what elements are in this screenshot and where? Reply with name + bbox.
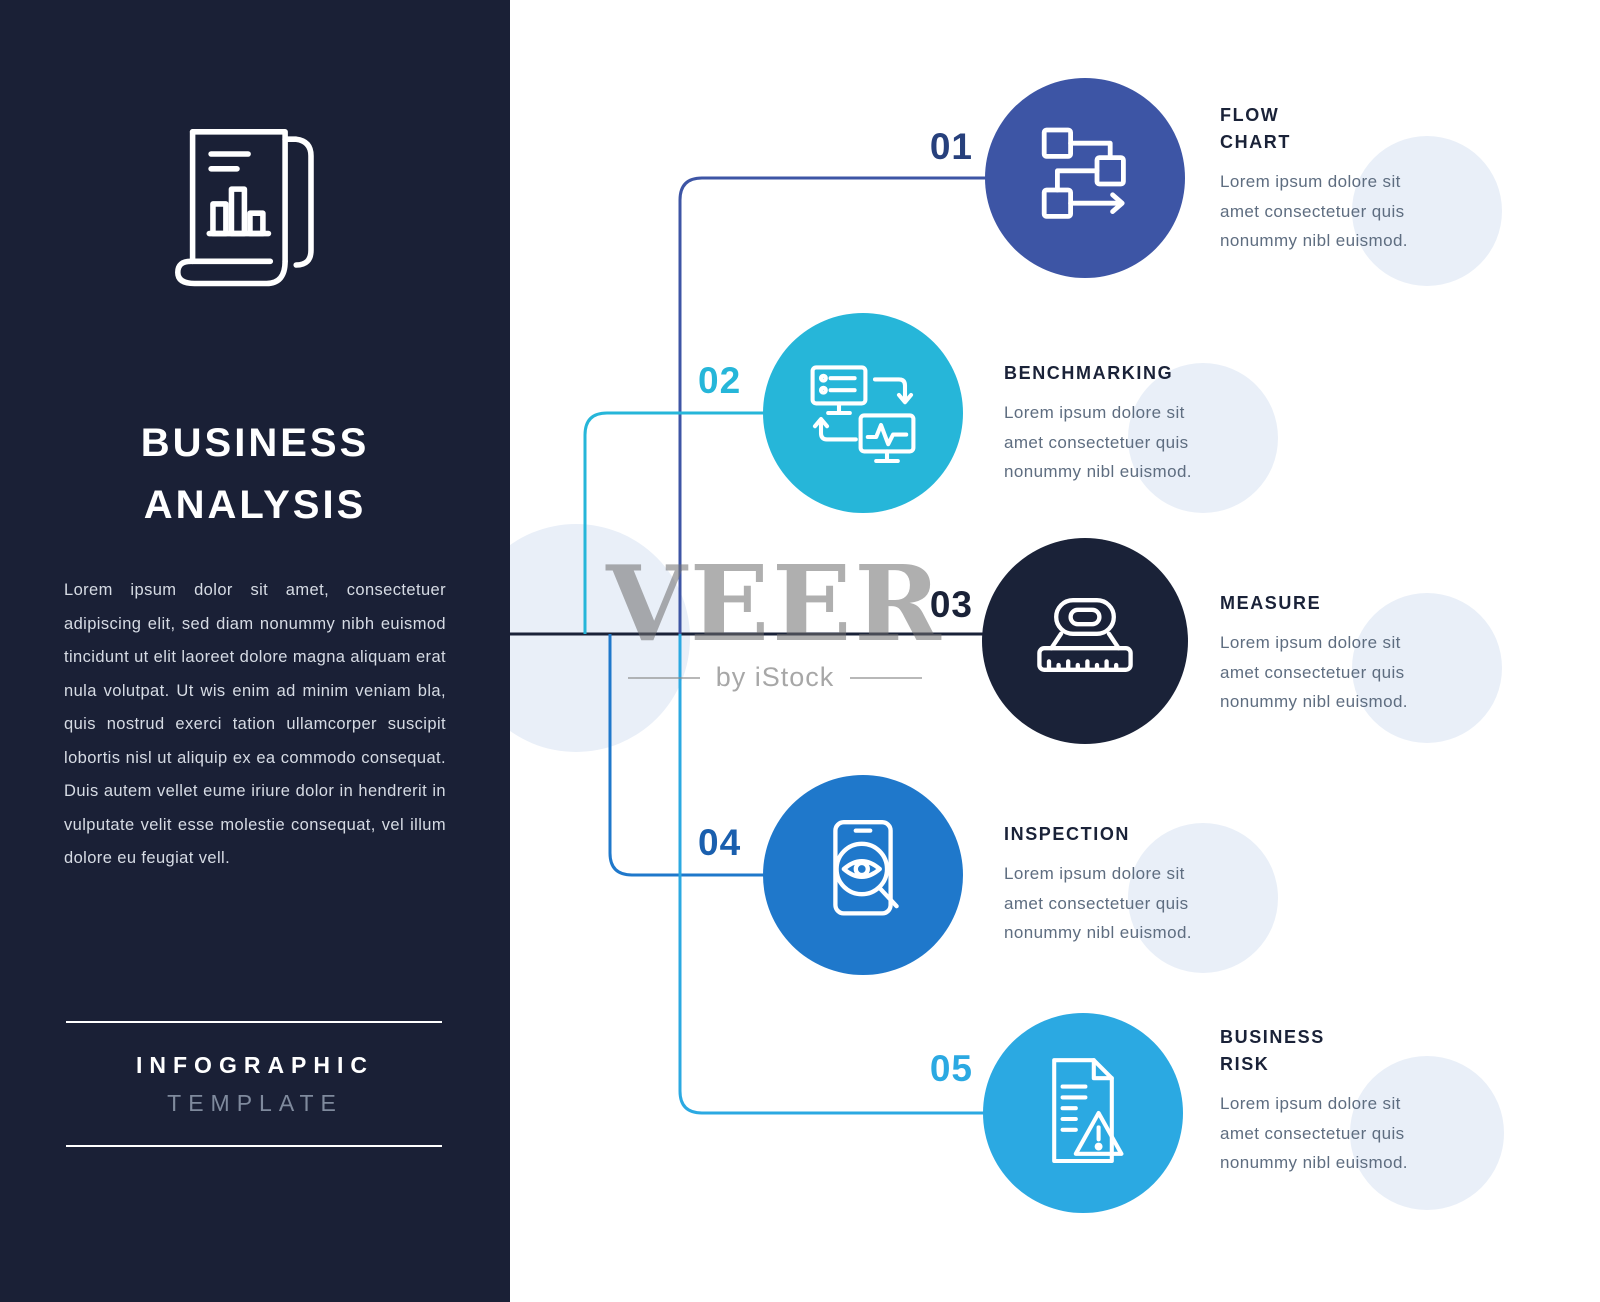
step-title: FLOW CHART	[1220, 102, 1408, 156]
step-title-line: INSPECTION	[1004, 824, 1131, 844]
inspection-magnifier-icon	[803, 815, 923, 935]
sidebar-paragraph: Lorem ipsum dolor sit amet, consectetuer…	[64, 581, 446, 867]
step-number: 04	[698, 822, 742, 863]
step-text-block: FLOW CHART Lorem ipsum dolore sit amet c…	[1220, 102, 1408, 256]
divider	[66, 1021, 442, 1023]
step-number: 02	[698, 360, 742, 401]
connector-step-5	[678, 634, 988, 1115]
step-title: MEASURE	[1220, 590, 1408, 617]
step-circle	[763, 775, 963, 975]
step-body: Lorem ipsum dolore sit amet consectetuer…	[1004, 864, 1192, 942]
step-title-line: BENCHMARKING	[1004, 363, 1174, 383]
step-title: INSPECTION	[1004, 821, 1192, 848]
step-title-line: FLOW	[1220, 105, 1280, 125]
connector-step-1	[678, 176, 988, 634]
step-number: 05	[929, 1048, 973, 1089]
step-title: BENCHMARKING	[1004, 360, 1192, 387]
step-title-line: RISK	[1220, 1054, 1270, 1074]
step-body: Lorem ipsum dolore sit amet consectetuer…	[1004, 403, 1192, 481]
step-text-block: INSPECTION Lorem ipsum dolore sit amet c…	[1004, 821, 1192, 948]
decor-circle	[1352, 593, 1502, 743]
step-circle	[983, 1013, 1183, 1213]
step-body: Lorem ipsum dolore sit amet consectetuer…	[1220, 633, 1408, 711]
decor-circle	[1128, 363, 1278, 513]
decor-circle	[1128, 823, 1278, 973]
report-chart-icon	[163, 112, 348, 307]
measure-tape-icon	[1025, 581, 1145, 701]
step-body: Lorem ipsum dolore sit amet consectetuer…	[1220, 1094, 1408, 1172]
decor-circle	[1352, 136, 1502, 286]
sidebar-title-line: ANALYSIS	[143, 483, 367, 527]
flowchart-icon	[1025, 118, 1145, 238]
step-number: 01	[929, 126, 973, 167]
step-title-line: CHART	[1220, 132, 1291, 152]
document-risk-icon	[1023, 1053, 1143, 1173]
step-text-block: BENCHMARKING Lorem ipsum dolore sit amet…	[1004, 360, 1192, 487]
connector-step-4	[608, 634, 768, 877]
connector-step-2	[583, 411, 768, 634]
step-title-line: BUSINESS	[1220, 1027, 1325, 1047]
sidebar-title: BUSINESS ANALYSIS	[0, 412, 510, 536]
sidebar-title-line: BUSINESS	[140, 421, 370, 465]
step-title: BUSINESS RISK	[1220, 1024, 1408, 1078]
step-title-line: MEASURE	[1220, 593, 1322, 613]
footer-subtitle: TEMPLATE	[167, 1090, 343, 1116]
footer-title: INFOGRAPHIC	[136, 1052, 374, 1078]
divider	[66, 1145, 442, 1147]
step-text-block: MEASURE Lorem ipsum dolore sit amet cons…	[1220, 590, 1408, 717]
decor-circle	[1350, 1056, 1504, 1210]
step-body: Lorem ipsum dolore sit amet consectetuer…	[1220, 172, 1408, 250]
step-circle	[763, 313, 963, 513]
step-circle	[985, 78, 1185, 278]
step-circle	[982, 538, 1188, 744]
step-text-block: BUSINESS RISK Lorem ipsum dolore sit ame…	[1220, 1024, 1408, 1178]
step-number: 03	[929, 584, 973, 625]
benchmarking-icon	[803, 353, 923, 473]
sidebar: BUSINESS ANALYSIS Lorem ipsum dolor sit …	[0, 0, 510, 1302]
